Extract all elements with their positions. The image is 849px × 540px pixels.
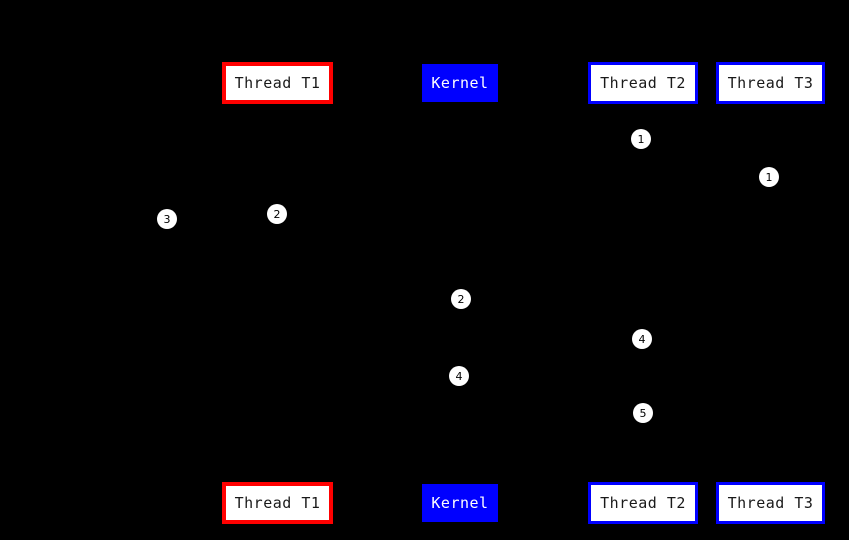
step-marker-label: 4: [455, 369, 463, 383]
step-marker: 4: [632, 329, 652, 349]
participant-label: Thread T2: [600, 494, 686, 512]
participant-label: Kernel: [431, 74, 489, 92]
message-arrow: [277, 285, 460, 286]
step-marker: 2: [267, 204, 287, 224]
lifeline-thread-t2: [643, 104, 644, 482]
participant-label: Kernel: [431, 494, 489, 512]
participant-label: Thread T3: [727, 74, 814, 92]
step-marker-label: 1: [637, 132, 645, 146]
step-marker: 1: [631, 129, 651, 149]
step-marker: 5: [633, 403, 653, 423]
step-marker-label: 5: [639, 406, 647, 420]
message-arrow: [460, 325, 643, 326]
message-arrow: [460, 362, 643, 363]
participant-label: Thread T1: [234, 74, 321, 92]
step-marker-label: 1: [765, 170, 773, 184]
step-marker: 4: [449, 366, 469, 386]
step-marker-label: 4: [638, 332, 646, 346]
lifeline-thread-t1: [277, 104, 278, 482]
step-marker-label: 2: [273, 207, 281, 221]
participant-thread-t1-bottom[interactable]: Thread T1: [222, 482, 333, 524]
step-marker-label: 3: [163, 212, 171, 226]
participant-label: Thread T3: [727, 494, 814, 512]
step-marker-label: 2: [457, 292, 465, 306]
step-marker: 3: [157, 209, 177, 229]
participant-label: Thread T2: [600, 74, 686, 92]
participant-label: Thread T1: [234, 494, 321, 512]
lifeline-thread-t3: [770, 104, 771, 482]
participant-thread-t3-bottom[interactable]: Thread T3: [716, 482, 825, 524]
participant-kernel-bottom[interactable]: Kernel: [422, 484, 498, 522]
participant-thread-t2-bottom[interactable]: Thread T2: [588, 482, 698, 524]
message-arrow: [460, 399, 643, 400]
message-arrow: [277, 200, 770, 201]
message-arrow: [643, 160, 770, 161]
participant-thread-t2-top[interactable]: Thread T2: [588, 62, 698, 104]
step-marker: 2: [451, 289, 471, 309]
step-marker: 1: [759, 167, 779, 187]
participant-thread-t1-top[interactable]: Thread T1: [222, 62, 333, 104]
participant-thread-t3-top[interactable]: Thread T3: [716, 62, 825, 104]
participant-kernel-top[interactable]: Kernel: [422, 64, 498, 102]
